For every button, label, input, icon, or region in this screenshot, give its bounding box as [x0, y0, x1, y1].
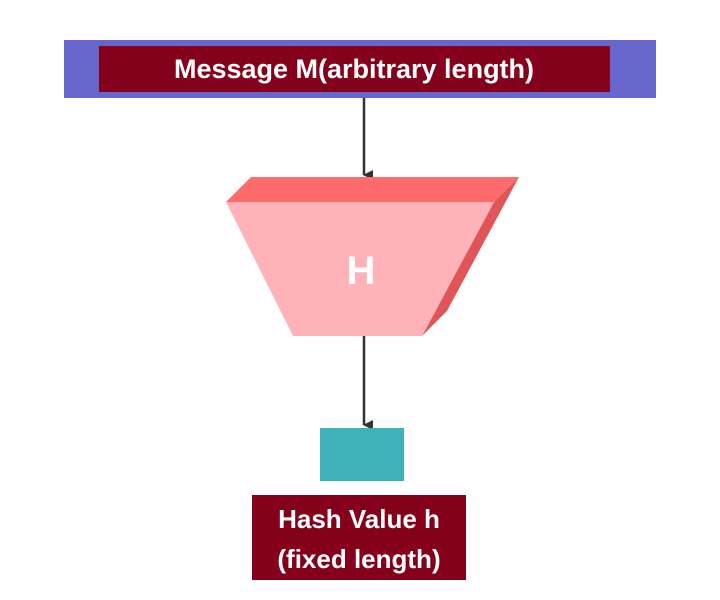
message-label: Message M(arbitrary length) [174, 54, 534, 84]
hash-value-box [320, 428, 404, 481]
funnel-front-face [226, 202, 494, 336]
funnel-top-face [226, 177, 519, 202]
hash-value-label: Hash Value h (fixed length) [252, 495, 466, 580]
hash-value-label-line1: Hash Value h [278, 504, 440, 534]
message-input-banner: Message M(arbitrary length) [64, 40, 656, 98]
message-banner-inner [99, 46, 610, 92]
hash-value-label-bg [252, 495, 466, 580]
hash-function-funnel: H [226, 177, 519, 336]
hash-value-label-line2: (fixed length) [277, 544, 440, 574]
funnel-side-face [422, 177, 519, 336]
hash-function-label: H [347, 249, 376, 293]
